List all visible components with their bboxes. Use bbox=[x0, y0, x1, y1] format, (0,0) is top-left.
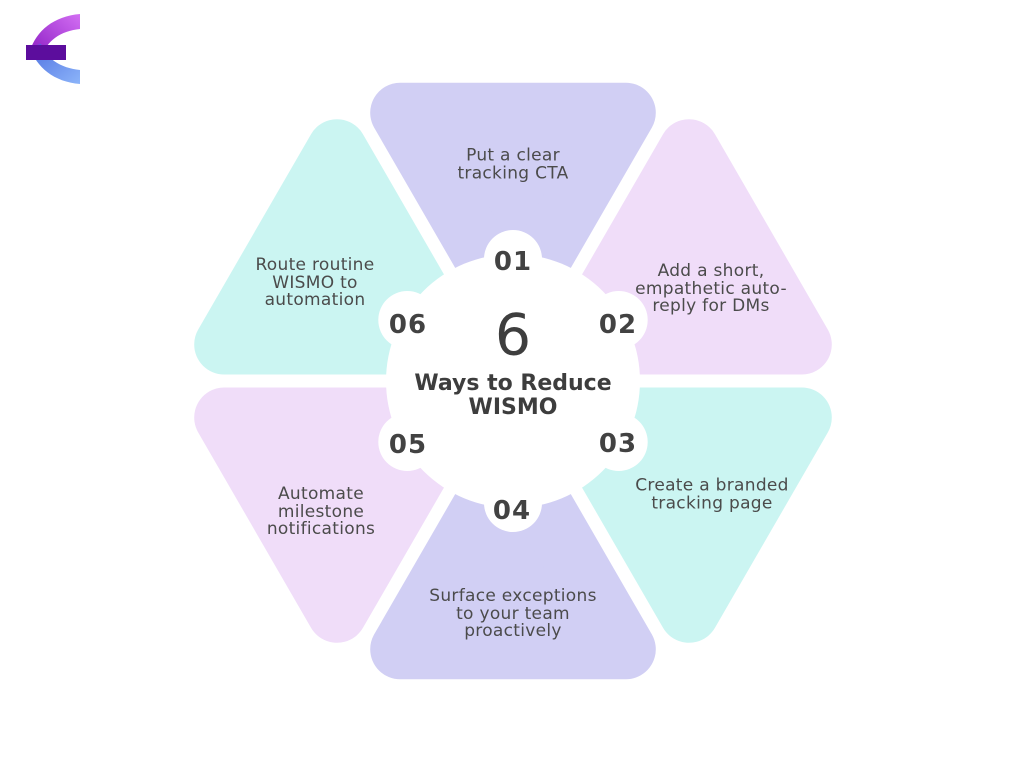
petal-01-shape bbox=[370, 82, 656, 338]
petal-number-06: 06 bbox=[389, 310, 427, 340]
petal-label-04: Surface exceptions to your team proactiv… bbox=[429, 585, 597, 641]
petal-label-03: Create a branded tracking page bbox=[635, 475, 789, 513]
petal-04-shape bbox=[370, 424, 656, 680]
step-numbers: 01 02 03 04 05 06 bbox=[389, 247, 637, 526]
diagram-title: Ways to Reduce WISMO bbox=[414, 371, 612, 420]
center-hub bbox=[378, 230, 648, 532]
center-count: 6 bbox=[494, 302, 532, 369]
petal-number-03: 03 bbox=[599, 429, 637, 459]
petal-number-01: 01 bbox=[494, 247, 532, 277]
petal-number-02: 02 bbox=[599, 310, 637, 340]
petal-number-04: 04 bbox=[493, 496, 531, 526]
petal-label-06: Route routine WISMO to automation bbox=[255, 254, 375, 310]
petal-label-02: Add a short, empathetic auto- reply for … bbox=[635, 260, 787, 316]
petal-label-01: Put a clear tracking CTA bbox=[457, 145, 569, 183]
petal-label-05: Automate milestone notifications bbox=[266, 483, 376, 539]
center-circle bbox=[386, 254, 640, 508]
brand-logo bbox=[26, 14, 80, 84]
logo-bar-icon bbox=[26, 45, 66, 60]
petal-number-05: 05 bbox=[389, 430, 427, 460]
